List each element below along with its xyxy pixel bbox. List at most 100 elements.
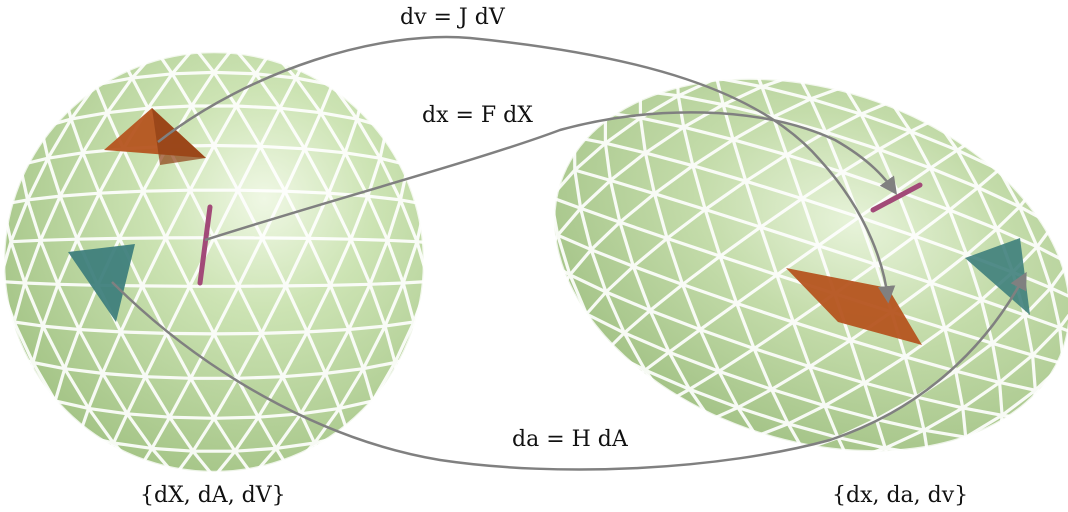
mesh-edge <box>234 446 277 453</box>
mesh-edge <box>119 236 166 240</box>
mesh-edge <box>70 111 108 121</box>
mesh-edge <box>929 282 947 330</box>
mesh-edge <box>927 453 965 460</box>
mesh-edge <box>718 369 773 391</box>
mesh-edge <box>744 180 763 228</box>
mesh-edge <box>140 285 168 335</box>
mesh-edge <box>717 370 740 409</box>
mesh-edge <box>299 413 316 444</box>
mesh-edge <box>258 145 287 192</box>
mesh-edge <box>573 141 607 172</box>
mesh-edge <box>903 356 918 398</box>
mesh-edge <box>237 375 283 380</box>
mesh-edge <box>785 154 804 200</box>
mesh-edge <box>605 290 651 312</box>
mesh-edge <box>1055 195 1062 209</box>
mesh-edge <box>771 116 789 156</box>
mesh-edge <box>914 396 926 431</box>
mesh-edge <box>913 235 933 284</box>
mesh-edge <box>712 60 719 79</box>
mesh-edge <box>753 347 811 369</box>
mesh-edge <box>574 168 611 182</box>
mesh-edge <box>772 115 827 134</box>
mesh-edge <box>63 65 91 81</box>
mesh-edge <box>156 52 195 53</box>
mesh-edge <box>31 325 45 363</box>
mesh-edge <box>859 113 881 151</box>
mesh-edge <box>808 366 827 407</box>
mesh-edge <box>691 165 707 210</box>
mesh-edge <box>77 328 105 375</box>
current-line-element <box>870 182 923 213</box>
mesh-edge <box>39 92 66 107</box>
mesh-edge <box>965 435 1000 442</box>
mesh-edge <box>373 422 392 440</box>
mesh-edge <box>87 372 105 409</box>
mesh-edge <box>97 192 121 240</box>
mesh-edge <box>745 179 803 201</box>
mesh-edge <box>118 190 145 240</box>
mesh-edge <box>46 118 73 160</box>
mesh-edge <box>349 238 372 285</box>
mesh-edge <box>653 164 694 195</box>
mesh-edge <box>393 321 416 364</box>
mesh-edge <box>383 325 397 363</box>
mesh-edge <box>654 192 706 212</box>
mesh-edge <box>1058 300 1068 329</box>
mesh-edge <box>753 64 799 76</box>
mesh-edge <box>998 382 1004 416</box>
mesh-edge <box>87 407 115 444</box>
mesh-edge <box>668 350 720 373</box>
mesh-edge <box>113 441 153 450</box>
mesh-edge <box>60 191 100 198</box>
mesh-edge <box>27 194 61 202</box>
mesh-edge <box>874 234 916 266</box>
mesh-edge <box>668 328 702 354</box>
mesh-edge <box>38 92 47 107</box>
mesh-edge <box>294 77 322 114</box>
mesh-edge <box>731 139 748 182</box>
mesh-edge <box>423 172 424 205</box>
mesh-edge <box>303 148 331 194</box>
mesh-edge <box>735 302 756 350</box>
mesh-edge <box>236 145 262 191</box>
mesh-edge <box>858 215 916 238</box>
mesh-edge <box>732 138 788 157</box>
mesh-edge <box>283 148 307 192</box>
mesh-edge <box>349 195 370 240</box>
mesh-edge <box>760 225 819 248</box>
mesh-edge <box>862 382 878 420</box>
mesh-edge <box>13 320 44 328</box>
mesh-edge <box>604 265 635 294</box>
mesh-edge <box>676 59 715 75</box>
mesh-edge <box>417 316 424 356</box>
mesh-edge <box>395 391 401 413</box>
mesh-edge <box>618 192 656 224</box>
mesh-edge <box>17 126 42 140</box>
mesh-edge <box>9 199 30 243</box>
mesh-edge <box>368 239 389 285</box>
mesh-edge <box>817 244 877 267</box>
mesh-edge <box>677 94 724 107</box>
mesh-edge <box>719 225 762 258</box>
mesh-edge <box>164 237 192 288</box>
area-map-arrow <box>111 271 1027 471</box>
mesh-edge <box>74 434 82 453</box>
mesh-edge <box>212 144 240 191</box>
mesh-edge <box>140 237 168 287</box>
mesh-edge <box>143 375 172 419</box>
mesh-edge <box>927 455 965 472</box>
mesh-edge <box>300 406 340 416</box>
mesh-edge <box>682 126 695 167</box>
mesh-edge <box>1032 187 1062 210</box>
mesh-edge <box>585 312 626 335</box>
mesh-edge <box>26 157 50 201</box>
mesh-edge <box>681 283 702 331</box>
mesh-edge <box>236 104 280 110</box>
mesh-edge <box>1010 156 1040 179</box>
mesh-edge <box>278 77 298 109</box>
mesh-edge <box>407 163 424 175</box>
area-map-label: da = H dA <box>512 427 629 452</box>
mesh-edge <box>557 233 592 252</box>
mesh-edge <box>170 72 194 107</box>
